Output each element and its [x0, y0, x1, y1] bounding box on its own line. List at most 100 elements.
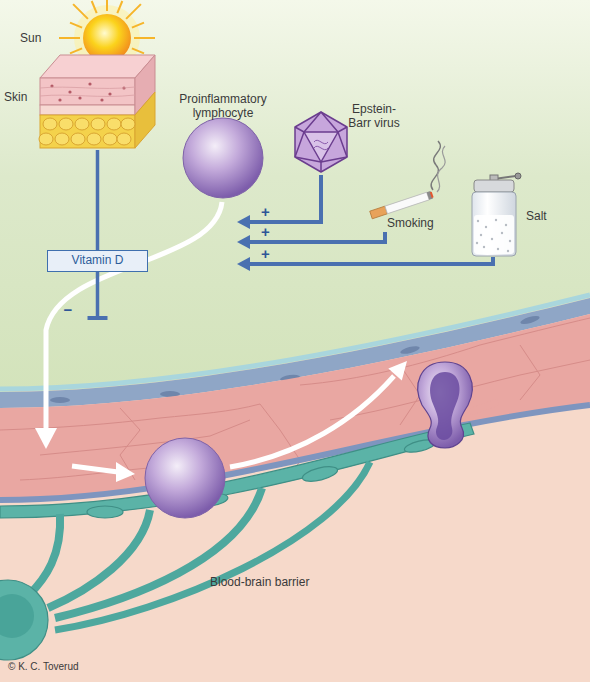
circle-part	[515, 173, 521, 179]
rect-part	[474, 180, 514, 192]
sign-label: +	[261, 246, 270, 261]
ellipse-part	[71, 133, 85, 145]
polygon-part	[304, 132, 338, 162]
salt-shaker-drawing	[472, 173, 521, 256]
lymphocyte-circle: Proinflammatory lymphocyte	[170, 92, 276, 200]
rect-part	[474, 215, 514, 254]
circle-part	[476, 242, 478, 244]
path-part	[72, 466, 118, 472]
path-part	[418, 362, 472, 448]
rect-part	[370, 206, 388, 219]
path-part	[0, 423, 474, 518]
line-part	[126, 4, 141, 19]
node-label: Salt	[526, 209, 560, 223]
circle-part	[505, 224, 507, 226]
rect-part	[430, 192, 434, 198]
circle-part	[58, 98, 61, 101]
circle-part	[491, 238, 493, 240]
rect-part	[427, 191, 433, 200]
line-part	[70, 23, 82, 28]
node-label: Vitamin D	[48, 251, 147, 270]
arrow-head	[237, 215, 250, 229]
virus-shape	[295, 112, 347, 172]
connector-line	[250, 232, 385, 242]
ellipse-part	[520, 314, 541, 325]
virus-icosahedron: Epstein-Barr virus	[290, 100, 400, 175]
circle-part	[495, 219, 497, 221]
line-part	[106, 0, 108, 11]
path-part	[430, 372, 459, 440]
node-label: Skin	[4, 90, 38, 104]
circle-part	[88, 82, 91, 85]
circle-part	[183, 118, 263, 198]
circle-part	[480, 234, 482, 236]
rect-part	[40, 105, 135, 115]
circle-part	[100, 98, 103, 101]
circle-part	[0, 594, 34, 638]
path-part	[470, 402, 498, 412]
path-part	[437, 146, 445, 192]
polygon-part	[388, 361, 407, 380]
ellipse-part	[87, 506, 123, 518]
lymphocyte-in-vessel	[145, 438, 225, 518]
circle-part	[78, 96, 81, 99]
connector	[88, 272, 108, 318]
skin-cube	[39, 55, 155, 148]
path-part	[520, 345, 540, 400]
path-part	[0, 404, 260, 430]
line-part	[134, 37, 155, 39]
line-part	[132, 23, 144, 28]
region-label: Blood-brain barrier	[210, 575, 309, 589]
circle-part	[485, 226, 487, 228]
polygon-part	[116, 462, 135, 482]
node-label: Epstein-Barr virus	[344, 102, 404, 130]
line-part	[70, 48, 82, 53]
cigarette-icon: Smoking	[365, 140, 457, 232]
sign-label: +	[261, 204, 270, 219]
line-part	[92, 1, 97, 13]
node-label: Smoking	[387, 216, 457, 230]
ellipse-part	[39, 133, 53, 145]
line-part	[117, 1, 122, 13]
g-part	[0, 318, 590, 480]
migrating-lymphocyte	[418, 362, 498, 448]
ellipse-part	[59, 118, 73, 130]
ellipse-part	[91, 118, 105, 130]
connector-line	[96, 272, 100, 318]
astrocyte	[0, 423, 474, 660]
rect-part	[385, 192, 429, 213]
path-part	[295, 112, 347, 172]
connector-line	[96, 150, 100, 250]
circle-part	[509, 240, 511, 242]
circle-part	[497, 248, 499, 250]
path-part	[230, 376, 394, 467]
connector-line	[250, 175, 321, 222]
ellipse-part	[87, 133, 101, 145]
path-part	[28, 514, 60, 596]
rect-part	[40, 115, 135, 148]
node-label: Sun	[20, 31, 54, 45]
skin-block-outline	[40, 48, 155, 150]
line-part	[132, 48, 144, 53]
arrow-head	[237, 235, 250, 249]
polygon-part	[35, 428, 57, 449]
lymphocyte-cell	[183, 118, 263, 198]
path-part	[40, 420, 250, 455]
connector	[237, 232, 385, 249]
circle-part	[145, 438, 225, 518]
inhibition-bar	[88, 316, 108, 320]
ellipse-part	[121, 118, 135, 130]
ellipse-part	[55, 133, 69, 145]
path-part	[314, 140, 328, 149]
ellipse-part	[50, 397, 70, 403]
node-label: Proinflammatory lymphocyte	[170, 92, 276, 120]
circle-part	[507, 250, 509, 252]
line-part	[73, 4, 88, 19]
sign-label: −	[64, 302, 73, 317]
ellipse-part	[117, 133, 131, 145]
connector	[97, 150, 98, 250]
g-part	[370, 191, 434, 219]
polygon-part	[135, 92, 155, 148]
polygon-part	[295, 112, 347, 172]
